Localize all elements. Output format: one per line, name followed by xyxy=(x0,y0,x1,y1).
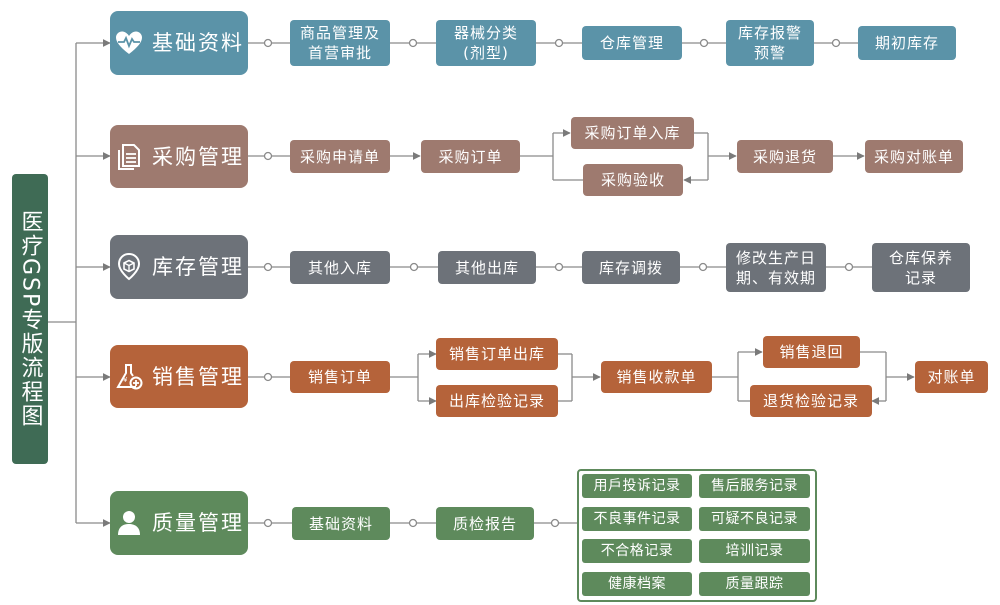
record-quality-tracking: 质量跟踪 xyxy=(699,572,810,596)
record-after-sales: 售后服务记录 xyxy=(699,474,810,498)
node-purchase-apply: 采购申请单 xyxy=(290,140,390,173)
record-suspected-adverse: 可疑不良记录 xyxy=(699,507,810,531)
flask-icon: ¥ xyxy=(116,363,143,389)
node-device-category: 器械分类 (剂型) xyxy=(436,20,536,66)
user-icon xyxy=(118,511,140,535)
node-sales-receipt: 销售收款单 xyxy=(601,361,712,393)
node-opening-stock: 期初库存 xyxy=(858,26,956,60)
document-icon xyxy=(118,143,140,170)
node-purchase-in: 采购订单入库 xyxy=(571,117,694,149)
node-other-in: 其他入库 xyxy=(290,251,390,284)
node-warehouse-maintenance: 仓库保养 记录 xyxy=(872,243,970,292)
diagram-title: 医疗GSP专版流程图 xyxy=(12,174,48,464)
node-sales-statement: 对账单 xyxy=(915,361,988,393)
node-quality-base: 基础资料 xyxy=(292,507,390,540)
heart-pulse-icon xyxy=(116,31,142,54)
node-sales-out: 销售订单出库 xyxy=(436,338,558,370)
node-purchase-return: 采购退货 xyxy=(737,140,833,173)
svg-text:¥: ¥ xyxy=(123,376,129,384)
node-return-check: 退货检验记录 xyxy=(750,385,872,417)
category-sales: ¥ 销售管理 xyxy=(110,345,248,408)
category-sales-label: 销售管理 xyxy=(152,364,244,389)
record-nonconforming: 不合格记录 xyxy=(582,539,692,563)
category-quality-label: 质量管理 xyxy=(152,511,244,535)
record-adverse-event: 不良事件记录 xyxy=(582,507,692,531)
node-warehouse-mgmt: 仓库管理 xyxy=(582,26,682,60)
category-base-label: 基础资料 xyxy=(152,31,244,55)
node-purchase-statement: 采购对账单 xyxy=(865,140,963,173)
node-stock-transfer: 库存调拨 xyxy=(582,251,680,284)
node-edit-dates: 修改生产日 期、有效期 xyxy=(726,243,826,292)
node-purchase-order: 采购订单 xyxy=(421,140,520,173)
category-inventory-label: 库存管理 xyxy=(152,255,244,279)
node-quality-report: 质检报告 xyxy=(436,507,534,540)
category-quality: 质量管理 xyxy=(110,491,248,555)
node-product-approval: 商品管理及 首营审批 xyxy=(290,20,390,66)
node-stock-alert: 库存报警 预警 xyxy=(726,20,814,66)
record-health-file: 健康档案 xyxy=(582,572,692,596)
category-purchase-label: 采购管理 xyxy=(152,144,244,169)
category-base: 基础资料 xyxy=(110,11,248,75)
record-training: 培训记录 xyxy=(699,539,810,563)
node-other-out: 其他出库 xyxy=(438,251,536,284)
node-purchase-check: 采购验收 xyxy=(583,164,683,196)
node-sales-order: 销售订单 xyxy=(290,361,390,393)
warehouse-box-icon xyxy=(117,252,141,281)
category-purchase: 采购管理 xyxy=(110,125,248,188)
category-inventory: 库存管理 xyxy=(110,235,248,299)
record-complaint: 用戶投诉记录 xyxy=(582,474,692,498)
node-sales-return: 销售退回 xyxy=(763,336,860,368)
node-out-check: 出库检验记录 xyxy=(436,385,558,417)
